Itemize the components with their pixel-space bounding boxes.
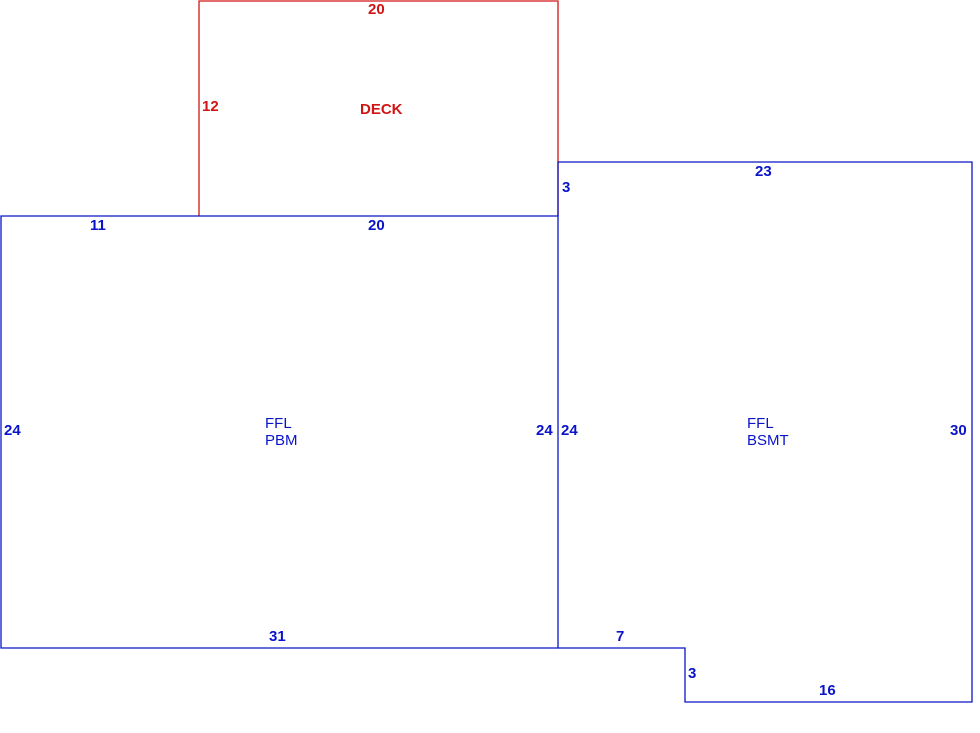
deck-left-dimension: 12: [202, 98, 219, 115]
bsmt-top-dimension: 23: [755, 163, 772, 180]
pbm-top-left-dimension: 11: [90, 217, 106, 234]
pbm-name-line1: FFL: [265, 415, 292, 432]
bsmt-name-line1: FFL: [747, 415, 774, 432]
bsmt-left-dimension: 24: [561, 422, 578, 439]
bsmt-outline: [557, 161, 973, 703]
bsmt-right-dimension: 30: [950, 422, 967, 439]
bsmt-step-side-dimension: 3: [688, 665, 697, 682]
pbm-right-dimension: 24: [536, 422, 553, 439]
bsmt-step-top-dimension: 7: [616, 628, 625, 645]
pbm-bottom-dimension: 31: [269, 628, 286, 645]
pbm-top-right-dimension: 20: [368, 217, 385, 234]
bsmt-bottom-dimension: 16: [819, 682, 836, 699]
pbm-left-dimension: 24: [4, 422, 21, 439]
deck-name-label: DECK: [360, 101, 403, 118]
bsmt-name-line2: BSMT: [747, 432, 789, 449]
deck-outline: [198, 0, 559, 216]
bsmt-left-upper-dimension: 3: [562, 179, 571, 196]
pbm-name-line2: PBM: [265, 432, 298, 449]
deck-top-dimension: 20: [368, 1, 385, 18]
